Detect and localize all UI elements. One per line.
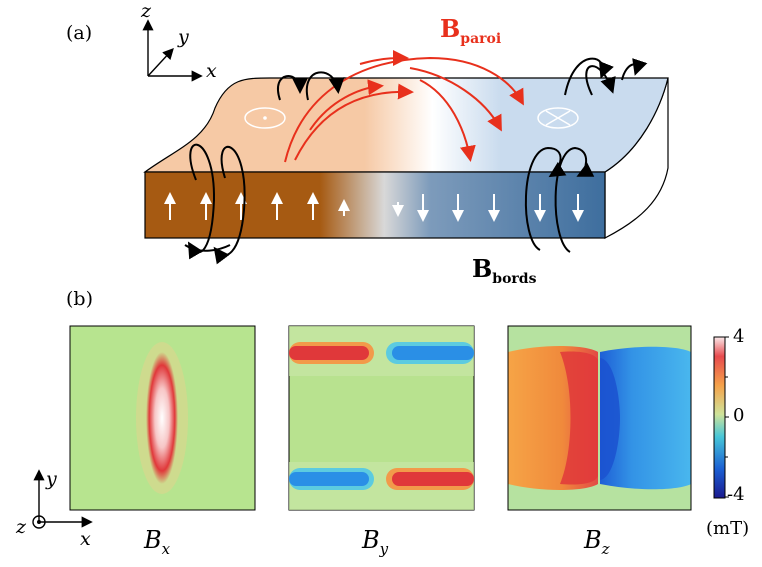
out-of-plane-dot-icon: [244, 107, 286, 129]
map-bx: [69, 325, 256, 511]
axis-b-x-label: x: [80, 528, 91, 550]
b-edges-main: B: [472, 254, 493, 283]
colorbar-unit: (mT): [706, 518, 750, 539]
map-by-label: By: [362, 526, 388, 558]
z-out-dot-icon: [37, 520, 41, 524]
map-by: [288, 325, 475, 511]
map-bz-label: Bz: [584, 526, 610, 558]
colorbar-tick-zero: 0: [733, 405, 745, 426]
colorbar-tick-min: -4: [727, 484, 745, 505]
axis-b-y-label: y: [46, 468, 57, 490]
into-plane-cross-icon: [537, 107, 579, 129]
map-bz-name: B: [584, 526, 602, 554]
wall-field-arrows: [284, 50, 524, 163]
colorbar-tick-max: 4: [733, 326, 745, 347]
edge-field-loops: [184, 57, 648, 265]
map-bz: [507, 325, 692, 511]
axes-b: [32, 469, 93, 529]
slab-top-face: [143, 77, 669, 173]
b-wall-label: Bparoi: [440, 14, 501, 47]
map-bz-sub: z: [601, 539, 610, 558]
colorbar: [713, 336, 729, 499]
map-bx-name: B: [144, 526, 162, 554]
b-edges-label: Bbords: [472, 254, 536, 287]
b-wall-sub: paroi: [460, 30, 502, 47]
axis-a-x-label: x: [206, 60, 217, 82]
axes-a: [142, 19, 203, 82]
axis-b-z-label: z: [16, 516, 27, 538]
map-bx-sub: x: [161, 539, 171, 558]
magnetization-down-arrows: [392, 194, 584, 222]
axis-a-z-label: z: [141, 0, 152, 22]
map-by-name: B: [362, 526, 380, 554]
b-edges-sub: bords: [492, 270, 537, 287]
axis-a-y-label: y: [178, 26, 189, 48]
map-by-sub: y: [379, 539, 389, 558]
panel-a-label: (a): [66, 22, 93, 44]
map-bx-label: Bx: [144, 526, 170, 558]
magnetization-up-arrows: [164, 192, 350, 220]
b-wall-main: B: [440, 14, 461, 43]
panel-b-label: (b): [66, 288, 93, 310]
